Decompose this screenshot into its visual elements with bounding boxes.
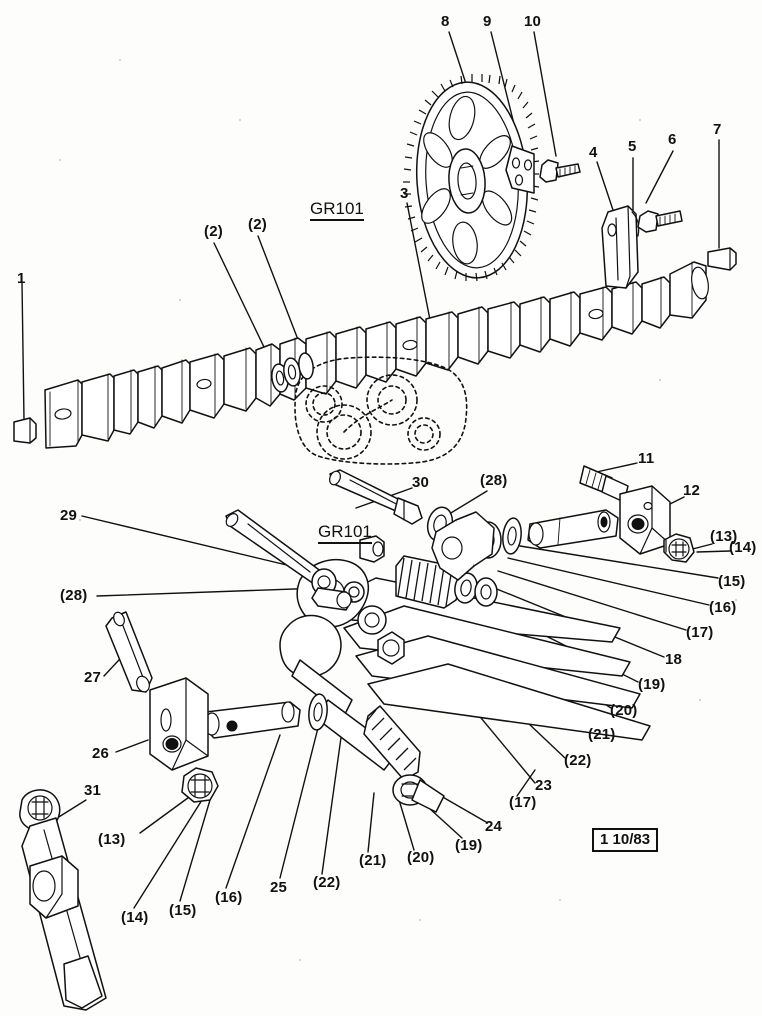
rocker-arm-upper-right (431, 511, 495, 581)
callout-18: 18 (665, 651, 683, 668)
callout-22a: (22) (564, 752, 592, 769)
callout-2a: (2) (204, 223, 223, 240)
callout-26: 26 (92, 745, 110, 762)
part-12-bracket-right (619, 485, 671, 555)
part-2-spacer-rings (271, 352, 314, 393)
part-1-plug (13, 417, 37, 444)
part-9-retainer-plate (505, 145, 535, 194)
callout-31: 31 (84, 782, 102, 799)
callout-24: 24 (485, 818, 503, 835)
gear-spoke-holes (421, 95, 513, 265)
callout-12: 12 (683, 482, 701, 499)
callout-2b: (2) (248, 216, 267, 233)
callout-27: 27 (84, 669, 102, 686)
scan-speckle (59, 59, 737, 961)
callout-8: 8 (441, 13, 450, 30)
callout-21b: (21) (359, 852, 387, 869)
part-26-bracket-block (149, 677, 209, 771)
callout-14a: (14) (729, 539, 757, 556)
camshaft-main-shaft (13, 261, 709, 465)
part-29-long-rod (225, 509, 337, 596)
part-28-socket-mid (311, 587, 353, 611)
part-22-shaft-lower (203, 701, 301, 739)
camshaft-right-journals (305, 261, 709, 395)
camshaft-left-journals (44, 337, 307, 449)
callout-19a: (19) (638, 676, 666, 693)
callout-16a: (16) (709, 599, 737, 616)
leader-lines (21, 31, 731, 909)
callout-20b: (20) (407, 849, 435, 866)
callout-4: 4 (589, 144, 598, 161)
part-30-push-rod-upper (329, 469, 423, 525)
callout-23: 23 (535, 777, 553, 794)
group-code-middle: GR101 (318, 523, 372, 544)
date-stamp: 1 10/83 (592, 828, 659, 852)
callout-20a: (20) (610, 702, 638, 719)
part-31-rocker-arm (19, 789, 107, 1011)
callout-14b: (14) (121, 909, 149, 926)
part-13-14-nut-lower (181, 767, 219, 803)
callout-13b: (13) (98, 831, 126, 848)
group-code-top: GR101 (310, 200, 364, 221)
callout-15b: (15) (169, 902, 197, 919)
callout-30: 30 (412, 474, 430, 491)
callout-22b: (22) (313, 874, 341, 891)
callout-11: 11 (638, 450, 655, 467)
callout-16b: (16) (215, 889, 243, 906)
callout-5: 5 (628, 138, 637, 155)
callout-1: 1 (17, 270, 26, 287)
phantom-housing-outline (294, 356, 468, 465)
adjuster-nuts-center (343, 581, 405, 665)
callout-10: 10 (524, 13, 542, 30)
callout-21a: (21) (588, 726, 616, 743)
callout-28b: (28) (60, 587, 88, 604)
callout-28a: (28) (480, 472, 508, 489)
part-8-timing-gear (403, 74, 540, 282)
callout-17a: (17) (686, 624, 714, 641)
part-25-washer-lower (308, 693, 328, 731)
callout-15a: (15) (718, 573, 746, 590)
part-4-5-bearing-cap (601, 205, 683, 289)
part-27-pushrod-short (105, 611, 153, 693)
part-24-lower-spring (363, 705, 445, 813)
callout-3: 3 (400, 185, 409, 202)
callout-6: 6 (668, 131, 677, 148)
callout-29: 29 (60, 507, 78, 524)
callout-17b: (17) (509, 794, 537, 811)
callout-25: 25 (270, 879, 288, 896)
callout-9: 9 (483, 13, 492, 30)
callout-13a: (13) (710, 528, 738, 545)
part-7-dowel-pin (707, 247, 737, 271)
part-13-14-nut-right (663, 533, 695, 563)
part-15-16-shaft-right (527, 509, 619, 549)
part-10-bolt (539, 159, 581, 183)
callout-19b: (19) (455, 837, 483, 854)
callout-7: 7 (713, 121, 722, 138)
